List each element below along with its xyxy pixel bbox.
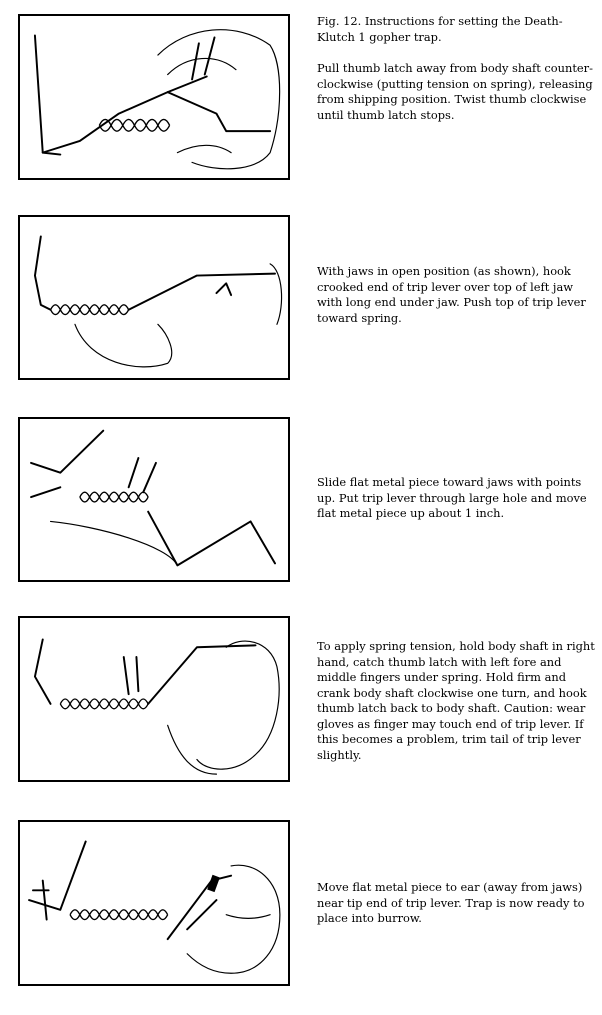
step-1-text: Pull thumb latch away from body shaft co… [317, 61, 593, 122]
figure-title: Fig. 12. Instructions for setting the De… [317, 14, 563, 44]
illustration-step-3 [18, 417, 290, 582]
step-4-text: To apply spring tension, hold body shaft… [317, 639, 595, 762]
trap-drawing-3 [30, 429, 276, 567]
trap-drawing-5 [28, 840, 281, 974]
step-1-caption: Fig. 12. Instructions for setting the De… [317, 14, 597, 123]
illustration-step-2 [18, 215, 290, 380]
step-4-caption: To apply spring tension, hold body shaft… [317, 639, 597, 763]
step-3-text: Slide flat metal piece toward jaws with … [317, 475, 587, 520]
step-2-text: With jaws in open position (as shown), h… [317, 264, 586, 325]
step-2-caption: With jaws in open position (as shown), h… [317, 264, 597, 326]
trap-drawing-2 [33, 235, 283, 368]
illustration-step-5 [18, 820, 290, 986]
illustration-step-1 [18, 14, 290, 180]
step-5-caption: Move flat metal piece to ear (away from … [317, 880, 597, 927]
illustration-step-4 [18, 616, 290, 782]
trap-drawing-4 [33, 638, 280, 775]
step-3-caption: Slide flat metal piece toward jaws with … [317, 475, 597, 522]
step-5-text: Move flat metal piece to ear (away from … [317, 880, 585, 925]
trap-drawing-1 [33, 29, 281, 170]
